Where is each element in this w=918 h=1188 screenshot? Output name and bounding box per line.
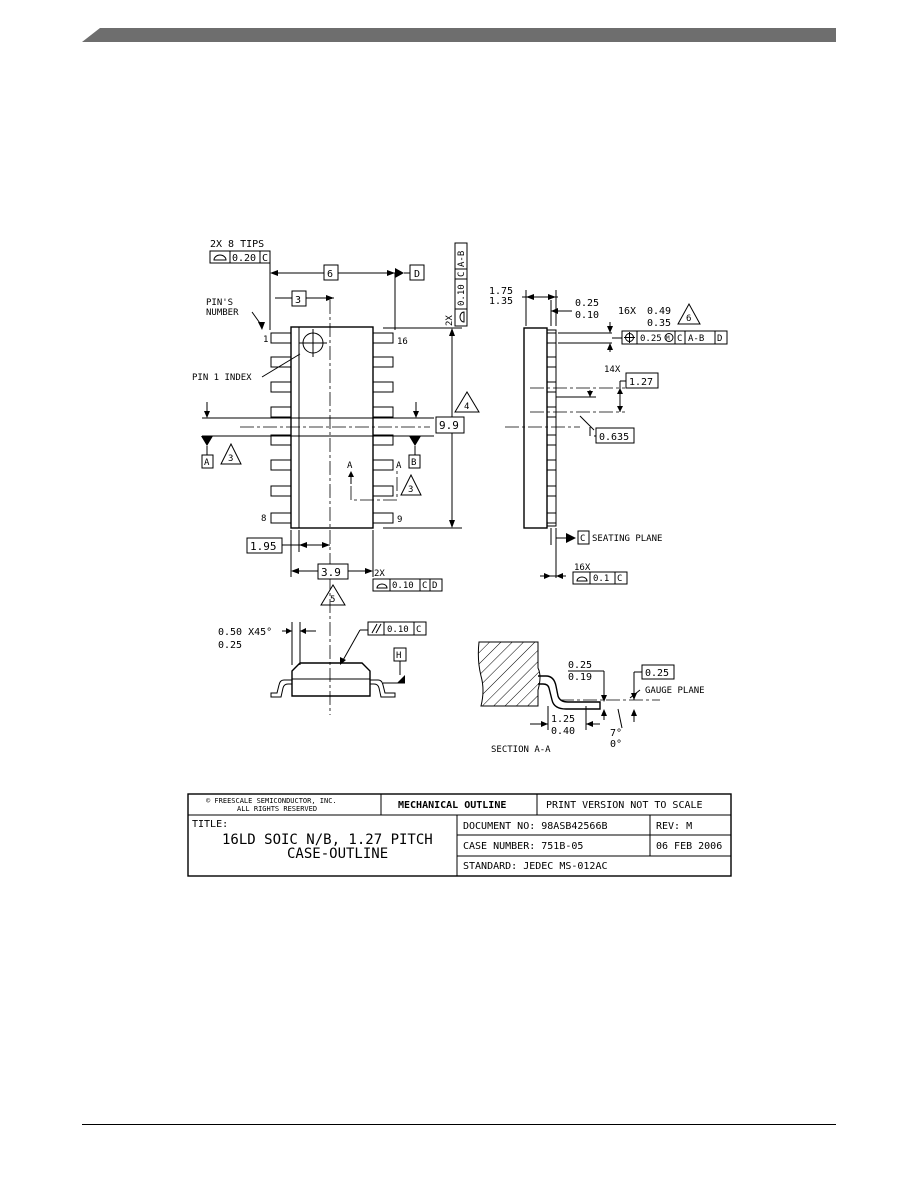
pitch: 1.27 [629,377,653,388]
vert-fcf-c: C [457,272,467,277]
vert-fcf-tol: 0.10 [457,284,467,306]
copl-count: 16X [574,563,591,573]
copl-tol: 0.1 [593,574,609,584]
pos-tol: 0.25 [640,334,662,344]
note-3-right: 3 [408,485,413,495]
foot-max: 1.25 [551,714,575,725]
datum-h: H [396,651,401,661]
mech-outline: MECHANICAL OUTLINE [398,800,506,811]
bottom-fcf-c: C [422,581,427,591]
parallel-tol: 0.10 [387,625,409,635]
pos-ab: A-B [688,334,704,344]
lead-width-max: 0.49 [647,306,671,317]
dim-6: 6 [327,269,333,280]
pin-1-label: 1 [263,335,268,345]
copl-datum: C [617,574,622,584]
case-number: CASE NUMBER: 751B-05 [463,841,583,852]
pin-9-label: 9 [397,515,402,525]
vert-fcf-count: 2X [445,315,455,326]
copyright-line1: © FREESCALE SEMICONDUCTOR, INC. [206,797,337,805]
angle-max: 7° [610,728,622,739]
dim-3-9: 3.9 [321,566,341,579]
standoff-min: 0.10 [575,310,599,321]
end-view: 0.50 X45° 0.25 0.10 C H [218,621,427,698]
dim-1-95: 1.95 [250,540,277,553]
foot-min: 0.40 [551,726,575,737]
gauge-plane: GAUGE PLANE [645,686,705,696]
standard: STANDARD: JEDEC MS-012AC [463,861,608,872]
gauge-dim: 0.25 [645,668,669,679]
rev: REV: M [656,821,692,832]
pins-number-line1: PIN'S [206,298,233,308]
note-6: 6 [686,314,691,324]
dim-3: 3 [295,295,301,306]
pos-c: C [677,334,682,344]
tips-datum: C [262,253,268,264]
header-bar [82,28,836,42]
height-min: 1.35 [489,296,513,307]
bottom-fcf-d: D [432,581,437,591]
document-no: DOCUMENT NO: 98ASB42566B [463,821,608,832]
print-version: PRINT VERSION NOT TO SCALE [546,800,703,811]
note-4: 4 [464,402,469,412]
thick-max: 0.25 [568,660,592,671]
section-label: SECTION A-A [491,745,551,755]
parallel-datum: C [416,625,421,635]
pin-16-label: 16 [397,337,408,347]
chamfer-min: 0.25 [218,640,242,651]
bottom-fcf-count: 2X [374,569,385,579]
height-max: 1.75 [489,286,513,297]
angle-min: 0° [610,739,622,750]
pin-8-label: 8 [261,514,266,524]
tips-tol: 0.20 [232,253,256,264]
seating-plane: SEATING PLANE [592,534,662,544]
tips-label: 2X 8 TIPS [210,239,264,250]
standoff-max: 0.25 [575,298,599,309]
pins-number-line2: NUMBER [206,308,239,318]
title-line1: 16LD SOIC N/B, 1.27 PITCH [222,832,433,848]
section-a-a: 0.25 0.19 0.25 GAUGE PLANE 1.25 0.40 7° … [477,641,705,755]
dim-9-9: 9.9 [439,419,459,432]
top-view: 2X 8 TIPS 0.20 C 6 D 3 PIN'S NUMBER [192,239,480,715]
section-mark-left: A [347,461,353,471]
pos-mod: M [666,335,670,342]
datum-d: D [414,269,420,280]
pos-d: D [717,334,722,344]
bottom-fcf-tol: 0.10 [392,581,414,591]
thick-min: 0.19 [568,672,592,683]
datum-b: B [411,458,416,468]
title-line2: CASE-OUTLINE [287,846,388,862]
section-mark-right: A [396,461,402,471]
datum-c-side: C [580,534,585,544]
pitch-count: 14X [604,365,621,375]
lead-count: 16X [618,306,636,317]
footer-rule [82,1124,836,1125]
copyright-line2: ALL RIGHTS RESERVED [237,805,317,813]
chamfer-max: 0.50 X45° [218,627,272,638]
title-block: © FREESCALE SEMICONDUCTOR, INC. ALL RIGH… [187,793,732,877]
half-pitch: 0.635 [599,432,629,443]
date: 06 FEB 2006 [656,841,722,852]
title-label: TITLE: [192,819,228,830]
note-3-left: 3 [228,454,233,464]
note-5: 5 [330,595,335,605]
side-view: 1.75 1.35 0.25 0.10 16X 0.49 0.35 [489,286,728,585]
vert-fcf-ab: A-B [457,251,467,267]
lead-width-min: 0.35 [647,318,671,329]
pin1-index-label: PIN 1 INDEX [192,373,252,383]
datum-a: A [204,458,210,468]
